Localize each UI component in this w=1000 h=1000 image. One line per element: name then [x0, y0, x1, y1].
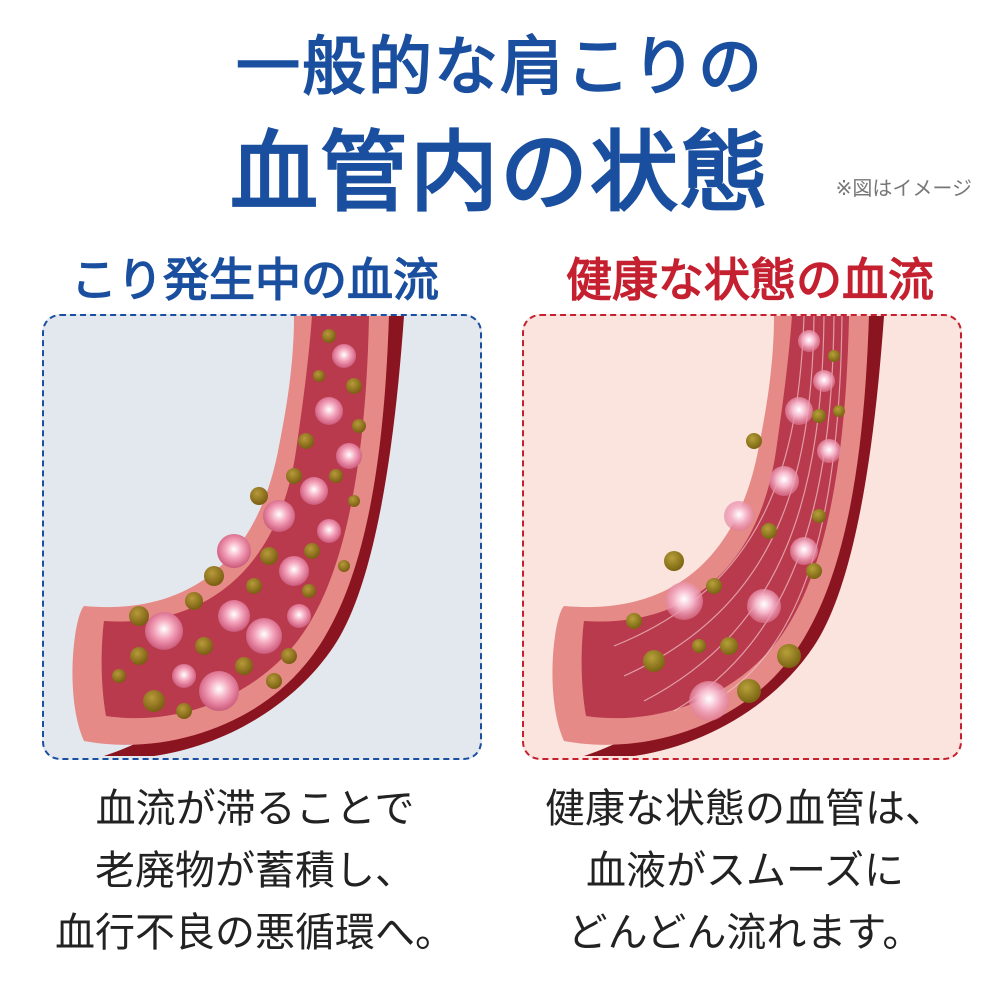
right-caption-line: どんどん流れます。: [567, 910, 923, 956]
healthy-vessel-panel: [522, 314, 962, 760]
image-note: ※図はイメージ: [835, 176, 972, 200]
healthy-waste-particles: [626, 350, 845, 703]
left-panel-label: こり発生中の血流: [71, 253, 439, 307]
healthy-vessel-back-wall: [584, 316, 884, 756]
healthy-vessel-illustration: [552, 316, 884, 756]
healthy-blood-cells: [665, 330, 841, 721]
left-caption: 血流が滞ることで 老廃物が蓄積し、 血行不良の悪循環へ。: [10, 778, 500, 964]
blood-cells: [145, 344, 362, 711]
title-line-2: 血管内の状態: [229, 121, 770, 224]
clogged-vessel-illustration: [72, 316, 404, 756]
title-line-1: 一般的な肩こりの: [236, 31, 764, 105]
right-panel-label: 健康な状態の血流: [566, 253, 934, 307]
clogged-vessel-panel: [42, 314, 482, 760]
healthy-vessel-lumen: [581, 316, 849, 719]
left-caption-line: 老廃物が蓄積し、: [95, 848, 415, 894]
vessel-back-wall: [104, 316, 404, 756]
right-caption-line: 血液がスムーズに: [586, 848, 904, 894]
waste-particles: [112, 329, 366, 719]
right-caption-line: 健康な状態の血管は、: [545, 786, 945, 832]
left-caption-line: 血流が滞ることで: [95, 786, 415, 832]
right-caption: 健康な状態の血管は、 血液がスムーズに どんどん流れます。: [500, 778, 990, 964]
left-caption-line: 血行不良の悪循環へ。: [55, 910, 455, 956]
